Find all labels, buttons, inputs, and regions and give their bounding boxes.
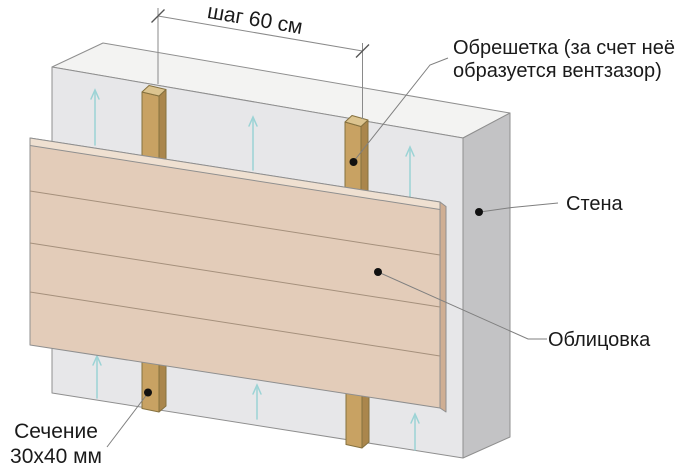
- batten-side-face: [158, 89, 167, 169]
- cladding: [29, 137, 447, 413]
- battens-leader-dot: [349, 158, 358, 166]
- wall-leader-dot: [475, 208, 483, 216]
- battens-label: Обрешетка (за счет неё образуется вентза…: [453, 37, 675, 83]
- cladding-side-face: [439, 201, 447, 413]
- wall-label: Стена: [566, 193, 623, 215]
- airflow-arrow-icon: [92, 354, 102, 399]
- wall-leader-line: [479, 202, 559, 213]
- airflow-arrow-icon: [410, 412, 420, 451]
- batten-side-face: [361, 388, 370, 449]
- airflow-arrow-icon: [248, 115, 258, 171]
- dimension-60cm: [151, 8, 370, 119]
- dimension-tick: [355, 44, 370, 58]
- battens-label-line1: Обрешетка (за счет неё: [453, 37, 675, 59]
- cladding-leader-dot: [374, 268, 382, 276]
- batten-front-face: [345, 390, 363, 449]
- battens-label-line2: образуется вентзазор): [453, 60, 662, 82]
- batten-2-upper: [344, 115, 369, 199]
- batten-side-face: [360, 119, 369, 199]
- cladding-board-seam: [29, 242, 441, 308]
- batten-top-face: [344, 115, 369, 127]
- airflow-arrow-icon: [405, 145, 415, 198]
- batten-top-face: [141, 85, 167, 97]
- dimension-tick: [151, 9, 165, 23]
- airflow-arrow-icon: [252, 383, 262, 420]
- leaders: [106, 57, 559, 448]
- airflow-arrow-icon: [90, 88, 100, 146]
- battens-leader-line: [353, 57, 449, 162]
- section-label-line2: 30x40 мм: [10, 445, 102, 468]
- section-label: Сечение 30x40 мм: [5, 419, 107, 469]
- section-leader-dot: [144, 388, 152, 397]
- dimension-line: [157, 15, 363, 52]
- cladding-label: Облицовка: [548, 329, 651, 351]
- cladding-leader-line: [377, 271, 547, 340]
- batten-2-lower: [345, 388, 370, 449]
- section-leader-line: [106, 392, 149, 448]
- cladding-board-seam: [29, 190, 441, 256]
- batten-1-upper: [141, 85, 167, 169]
- cladding-board-seam: [29, 291, 441, 357]
- wall-right-face: [462, 112, 511, 459]
- section-label-line1: Сечение: [14, 420, 98, 443]
- airflow-arrows: [90, 88, 420, 451]
